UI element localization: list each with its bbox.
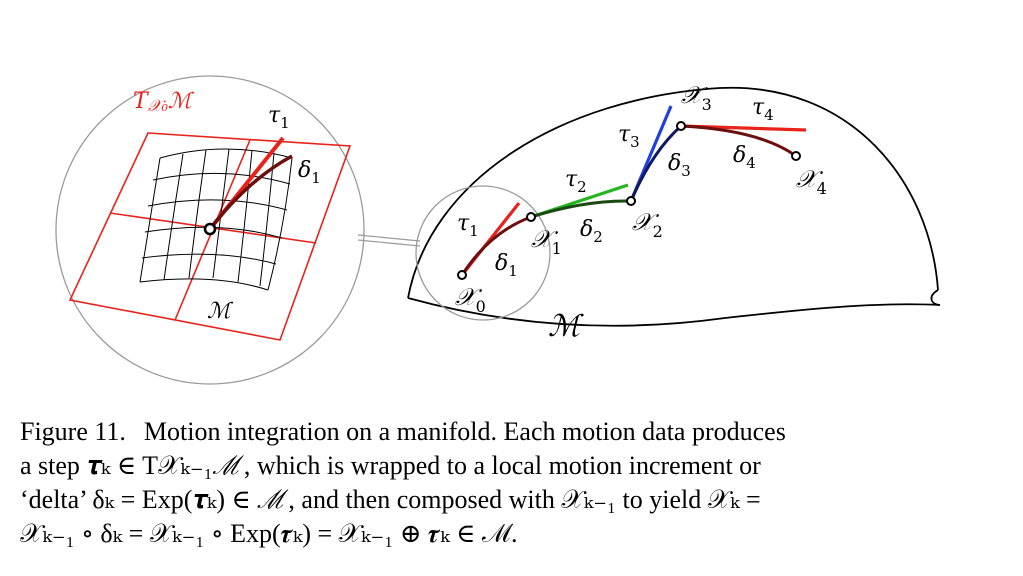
inset-manifold-label: ℳ [207, 299, 234, 324]
label-x2: 𝒳2 [632, 208, 663, 241]
delta4-curve [680, 124, 797, 158]
figure-label: Figure 11. [20, 417, 126, 446]
inset-tangent-space-label: T𝒳₀ℳ [133, 89, 195, 115]
point-x1 [526, 212, 536, 222]
zoom-region-circle [415, 185, 551, 321]
manifold-surface [407, 86, 941, 327]
inset-origin-point [203, 222, 217, 236]
manifold-label: ℳ [548, 309, 584, 344]
delta2-curve [530, 199, 632, 219]
figure-caption: Figure 11. Motion integration on a manifo… [20, 415, 975, 551]
inset-delta1-curve [208, 154, 293, 231]
delta1-curve [460, 215, 532, 276]
point-x3 [676, 121, 686, 131]
label-delta1: δ1 [495, 251, 518, 280]
label-delta4: δ4 [733, 143, 756, 172]
caption-text-1: Motion integration on a manifold. Each m… [143, 417, 786, 446]
point-x0 [457, 270, 467, 280]
inset-zoom: T𝒳₀ℳ τ1 δ1 ℳ [55, 75, 365, 385]
label-x1: 𝒳1 [531, 225, 562, 258]
label-tau3: τ3 [618, 122, 640, 151]
point-x4 [791, 151, 801, 161]
manifold-integration-diagram: T𝒳₀ℳ τ1 δ1 ℳ 𝒳0 𝒳1 [55, 75, 941, 385]
label-tau4: τ4 [752, 95, 774, 124]
caption-line-2: a step 𝝉ₖ ∈ T𝒳ₖ₋₁ℳ, which is wrapped to … [20, 451, 761, 480]
point-x2 [626, 196, 636, 206]
label-x3: 𝒳3 [681, 81, 712, 114]
caption-line-1: Figure 11. Motion integration on a manifo… [20, 415, 975, 449]
caption-line-4: 𝒳ₖ₋₁ ∘ δₖ = 𝒳ₖ₋₁ ∘ Exp(𝝉ₖ) = 𝒳ₖ₋₁ ⊕ 𝝉ₖ ∈… [20, 519, 518, 548]
label-x4: 𝒳4 [796, 165, 827, 198]
inset-delta1-label: δ1 [298, 158, 321, 187]
delta3-curve [629, 124, 683, 202]
zoom-connector [357, 234, 421, 247]
label-delta3: δ3 [668, 151, 691, 180]
label-delta2: δ2 [580, 217, 603, 246]
label-tau1: τ1 [457, 211, 479, 240]
inset-circle [55, 75, 365, 385]
inset-tau1-label: τ1 [268, 103, 290, 132]
caption-line-3: ‘delta’ δₖ = Exp(𝝉ₖ) ∈ ℳ, and then compo… [20, 485, 761, 514]
manifold-points [457, 121, 801, 280]
label-tau2: τ2 [565, 167, 587, 196]
